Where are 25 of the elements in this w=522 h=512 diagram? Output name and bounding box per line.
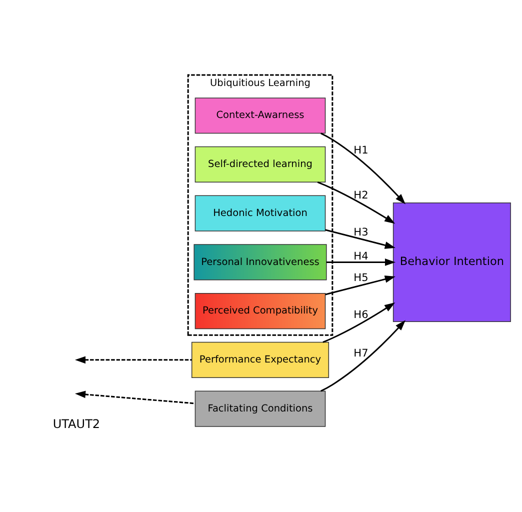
arrow	[320, 320, 406, 392]
edge-label: H6	[354, 308, 368, 321]
edge-label: H4	[354, 250, 368, 262]
edge-label: H7	[354, 347, 368, 360]
node-box: Behavior Intention	[392, 202, 511, 322]
arrow	[317, 182, 396, 224]
arrow	[325, 229, 396, 249]
node-box: Performance Expectancy	[191, 342, 330, 378]
edge-label: H5	[354, 272, 368, 284]
edge-label: H2	[354, 189, 368, 202]
node-box: Self-directed learning	[194, 146, 326, 183]
arrow	[326, 258, 396, 266]
edge-label: H1	[354, 144, 368, 156]
node-box: Personal Innovativeness	[194, 244, 327, 280]
arrow	[74, 390, 196, 404]
node-box: Context-Awarness	[194, 98, 326, 134]
node-box: Hedonic Motivation	[194, 195, 326, 232]
arrow	[325, 276, 396, 296]
arrow	[320, 132, 406, 204]
node-box: Perceived Compatibility	[194, 293, 326, 330]
arrow	[74, 356, 192, 364]
arrow	[322, 302, 396, 343]
node-box: Faclitating Conditions	[194, 390, 326, 427]
label: UTAUT2	[52, 417, 100, 432]
edge-label: H3	[354, 226, 368, 238]
